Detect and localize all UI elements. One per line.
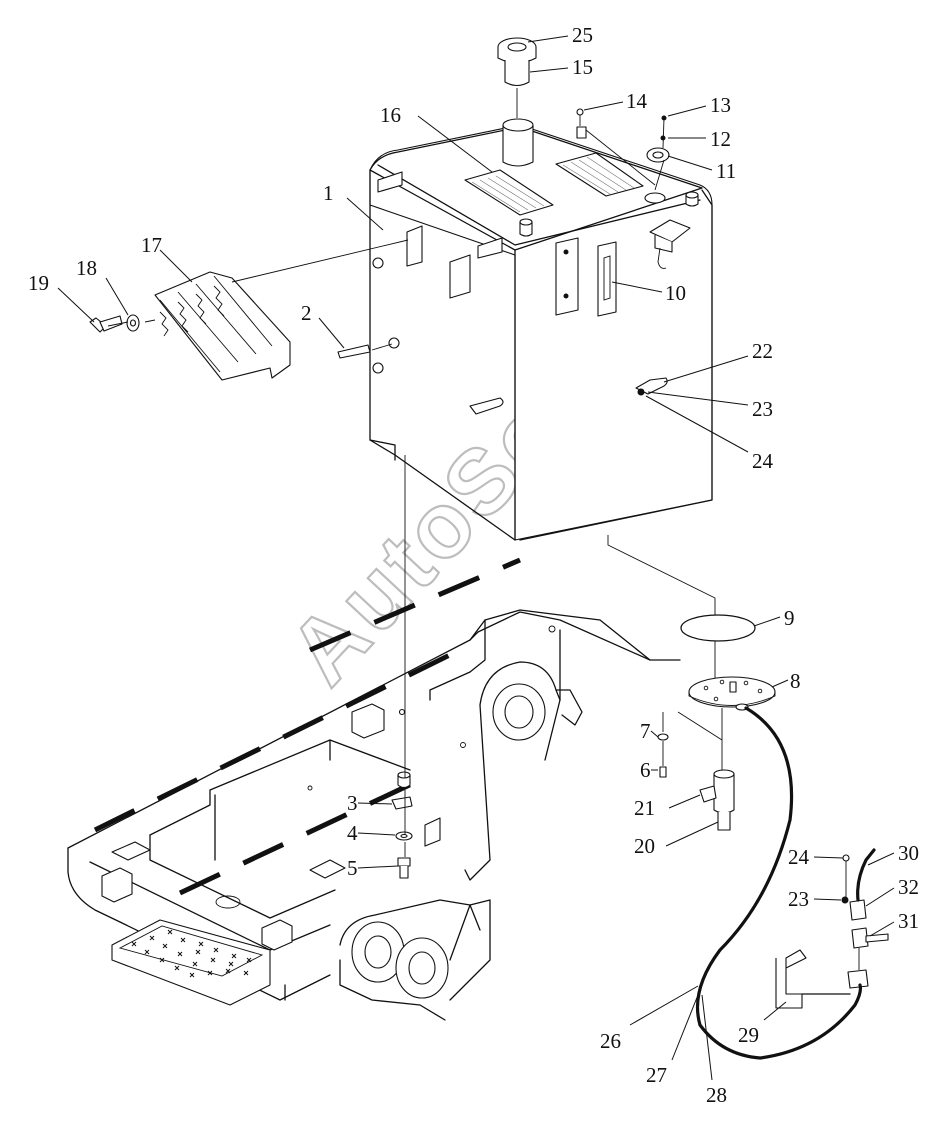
callout-17: 17 xyxy=(141,233,162,257)
fuel-sender-cover xyxy=(646,115,670,163)
callout-24: 24 xyxy=(752,449,774,473)
callout-26: 26 xyxy=(600,1029,621,1053)
step-fasteners xyxy=(89,314,140,333)
leader-lines xyxy=(57,35,895,1081)
callout-8: 8 xyxy=(790,669,801,693)
callout-13: 13 xyxy=(710,93,731,117)
callout-19: 19 xyxy=(28,271,49,295)
callout-31: 31 xyxy=(898,909,919,933)
callout-4: 4 xyxy=(347,821,358,845)
callout-21: 21 xyxy=(634,796,655,820)
callout-9: 9 xyxy=(784,606,795,630)
hose-bracket xyxy=(775,949,807,1009)
callout-20: 20 xyxy=(634,834,655,858)
flange-screw xyxy=(657,733,669,778)
tank-mount-hardware xyxy=(391,708,413,879)
callout-30: 30 xyxy=(898,841,919,865)
fuel-hose-main xyxy=(695,706,863,1060)
callout-3: 3 xyxy=(347,791,358,815)
callout-15: 15 xyxy=(572,55,593,79)
callout-6: 6 xyxy=(640,758,651,782)
sender-flange xyxy=(688,676,776,711)
fuel-tank xyxy=(369,118,713,541)
callout-32: 32 xyxy=(898,875,919,899)
step-plate-pattern xyxy=(131,929,252,978)
callout-25: 25 xyxy=(572,23,593,47)
callout-28: 28 xyxy=(706,1083,727,1107)
mount-pin xyxy=(337,344,371,359)
filler-neck xyxy=(502,125,534,167)
vent-plug xyxy=(576,108,587,139)
callout-24b: 24 xyxy=(788,845,810,869)
callout-14: 14 xyxy=(626,89,648,113)
assembly-lines xyxy=(107,129,723,857)
access-plate-16 xyxy=(464,169,554,216)
callout-18: 18 xyxy=(76,256,97,280)
callout-22: 22 xyxy=(752,339,773,363)
callout-23b: 23 xyxy=(788,887,809,911)
callout-labels: 1 2 3 4 5 6 7 8 9 10 11 12 13 14 15 16 1… xyxy=(28,23,919,1107)
callout-27: 27 xyxy=(646,1063,667,1087)
callout-16: 16 xyxy=(380,103,401,127)
callout-2: 2 xyxy=(301,301,312,325)
filler-cap-assembly xyxy=(497,37,537,118)
hose-fittings xyxy=(801,854,889,995)
return-hose xyxy=(856,848,876,902)
callout-1: 1 xyxy=(323,181,334,205)
step-bracket xyxy=(154,271,291,381)
callout-12: 12 xyxy=(710,127,731,151)
callout-5: 5 xyxy=(347,856,358,880)
callout-11: 11 xyxy=(716,159,736,183)
o-ring xyxy=(680,614,756,642)
drain-valve xyxy=(699,769,735,831)
callout-23: 23 xyxy=(752,397,773,421)
frame-assembly xyxy=(67,557,681,1021)
callout-10: 10 xyxy=(665,281,686,305)
callout-7: 7 xyxy=(640,719,651,743)
callout-29: 29 xyxy=(738,1023,759,1047)
